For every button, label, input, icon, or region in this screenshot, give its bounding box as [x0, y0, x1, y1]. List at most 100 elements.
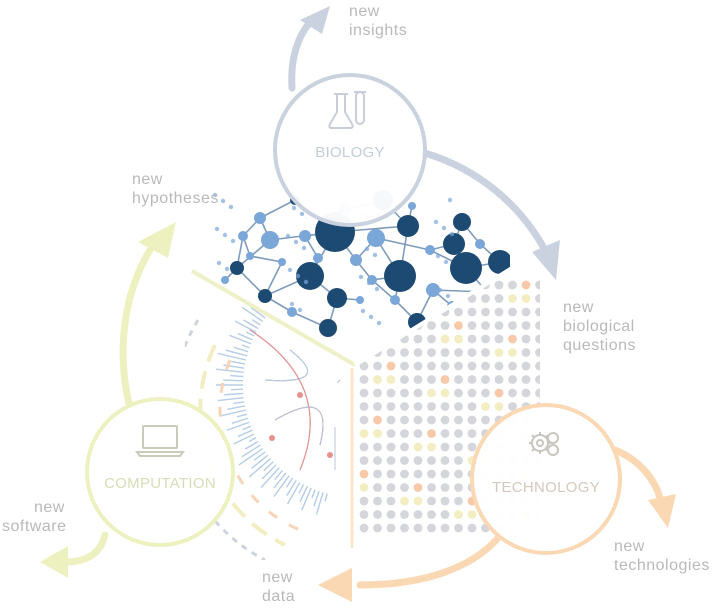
grid-dot — [427, 334, 436, 344]
grid-dot — [440, 375, 450, 384]
circos-chord — [274, 406, 324, 446]
network-dot — [374, 286, 380, 292]
circos-bar — [273, 475, 290, 498]
grid-dot — [454, 469, 463, 479]
grid-dot — [521, 294, 531, 303]
biology-node: BIOLOGY — [273, 73, 427, 227]
grid-dot — [440, 388, 450, 398]
circos-chord — [249, 329, 311, 471]
grid-dot — [400, 429, 409, 438]
grid-dot — [454, 523, 463, 533]
grid-dot — [454, 321, 463, 330]
grid-dot — [400, 361, 409, 371]
network-dot — [295, 273, 301, 279]
grid-dot — [427, 348, 436, 357]
grid-dot — [440, 510, 450, 519]
circos-bar — [251, 454, 269, 470]
grid-dot — [359, 415, 369, 425]
grid-dot — [386, 375, 396, 384]
grid-dot — [373, 442, 382, 452]
grid-dot — [440, 402, 450, 411]
circos-highlight — [269, 435, 275, 441]
grid-dot — [467, 307, 477, 317]
grid-dot — [413, 280, 423, 290]
grid-dot — [359, 334, 369, 344]
network-node — [246, 252, 254, 260]
circos-bar — [234, 320, 257, 333]
circos-bar — [241, 306, 264, 323]
grid-dot — [440, 334, 450, 344]
circos-bar — [250, 306, 266, 319]
grid-dot — [427, 523, 436, 533]
grid-dot — [521, 307, 531, 317]
network-dot — [226, 300, 232, 306]
network-node — [408, 202, 416, 210]
network-dot — [287, 267, 293, 273]
grid-dot — [386, 442, 396, 452]
grid-dot — [508, 402, 517, 411]
circos-bar — [285, 477, 294, 488]
circos-chord — [274, 406, 324, 446]
grid-dot — [400, 388, 409, 398]
grid-dot — [454, 456, 463, 465]
grid-dot — [508, 348, 517, 357]
grid-dot — [481, 334, 490, 344]
network-dot — [218, 294, 224, 300]
grid-dot — [359, 321, 369, 330]
circos-bar — [227, 405, 246, 411]
grid-dot — [427, 361, 436, 371]
grid-dot — [427, 375, 436, 384]
computation-node: COMPUTATION — [85, 397, 235, 547]
grid-dot — [494, 334, 504, 344]
grid-dot — [454, 348, 463, 357]
grid-dot — [400, 375, 409, 384]
grid-dot — [413, 429, 423, 438]
grid-dot — [373, 375, 382, 384]
grid-dot — [521, 375, 531, 384]
circos-bar — [215, 368, 244, 374]
grid-dot — [508, 321, 517, 330]
grid-dot — [427, 510, 436, 519]
grid-dot — [400, 523, 409, 533]
arrow-to-technologies — [611, 446, 676, 528]
grid-dot — [440, 321, 450, 330]
network-dot — [360, 308, 366, 314]
grid-dot — [481, 388, 490, 398]
grid-dot — [454, 442, 463, 452]
grid-dot — [467, 442, 477, 452]
network-node — [238, 231, 248, 241]
grid-dot — [481, 307, 490, 317]
grid-dot — [373, 361, 382, 371]
grid-dot — [427, 402, 436, 411]
grid-dot — [359, 496, 369, 506]
circos-chord — [264, 349, 309, 382]
grid-dot — [481, 361, 490, 371]
grid-dot — [373, 334, 382, 344]
grid-dot — [373, 307, 382, 317]
technology-node: TECHNOLOGY — [470, 403, 622, 555]
network-dot — [435, 253, 441, 259]
grid-dot — [413, 361, 423, 371]
network-node — [313, 253, 323, 263]
grid-dot — [373, 523, 382, 533]
grid-dot — [440, 348, 450, 357]
grid-dot — [373, 456, 382, 465]
grid-dot — [413, 334, 423, 344]
network-edge — [371, 279, 396, 301]
network-dot — [293, 239, 299, 245]
circos-chord — [249, 329, 311, 471]
network-dot — [230, 238, 236, 244]
circos-chord — [249, 329, 311, 471]
arrow-to-software — [40, 531, 109, 578]
circos-chord — [264, 349, 309, 382]
grid-dot — [359, 388, 369, 398]
laptop-icon — [135, 425, 185, 457]
circos-chord — [264, 349, 309, 382]
circos-bar — [243, 319, 259, 330]
circos-bar — [253, 451, 266, 461]
circos-chord — [274, 406, 324, 446]
circos-bar — [261, 464, 277, 480]
grid-dot — [386, 402, 396, 411]
